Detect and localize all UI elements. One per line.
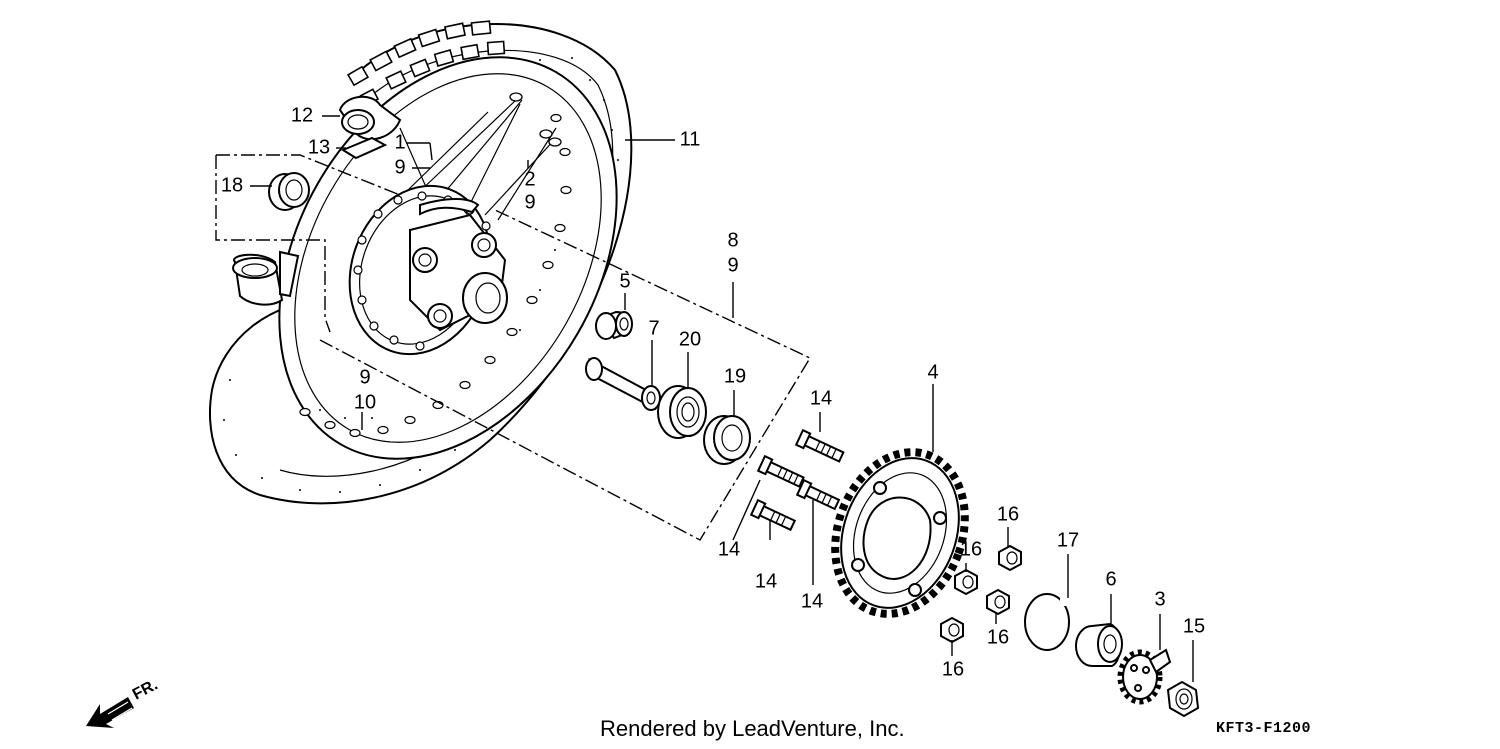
callout-1: 1 bbox=[394, 131, 405, 153]
nuts-part-16 bbox=[940, 544, 1022, 644]
front-direction-arrow-icon: FR. bbox=[86, 676, 161, 728]
callout-8: 8 bbox=[727, 229, 738, 251]
callout-4: 4 bbox=[927, 361, 938, 383]
callout-16: 16 bbox=[987, 626, 1009, 648]
callout-12: 12 bbox=[291, 104, 313, 126]
callout-16: 16 bbox=[942, 658, 964, 680]
callout-10: 10 bbox=[354, 391, 376, 413]
callout-16: 16 bbox=[997, 503, 1019, 525]
callout-9: 9 bbox=[524, 191, 535, 213]
distance-collar-part-5 bbox=[595, 310, 633, 340]
tube-section-left bbox=[232, 250, 300, 306]
sprocket-part-4 bbox=[831, 448, 969, 618]
callout-13: 13 bbox=[308, 136, 330, 158]
callout-14: 14 bbox=[755, 570, 777, 592]
callout-labels: 12 13 1 9 11 18 2 9 8 9 5 7 20 19 9 10 4… bbox=[221, 104, 1205, 680]
callout-20: 20 bbox=[679, 328, 701, 350]
callout-19: 19 bbox=[724, 365, 746, 387]
callout-6: 6 bbox=[1105, 568, 1116, 590]
callout-9: 9 bbox=[359, 366, 370, 388]
leader-lines bbox=[215, 115, 1194, 682]
circlip-part-17 bbox=[1024, 593, 1070, 651]
oil-seal-part-19 bbox=[703, 415, 751, 465]
callout-14: 14 bbox=[810, 387, 832, 409]
credit-text: Rendered by LeadVenture, Inc. bbox=[600, 716, 905, 741]
callout-9: 9 bbox=[394, 156, 405, 178]
callout-3: 3 bbox=[1154, 588, 1165, 610]
callout-18: 18 bbox=[221, 174, 243, 196]
axle-nut-part-15 bbox=[1166, 680, 1200, 718]
spoke-nipples-part-9 bbox=[509, 92, 562, 147]
callout-15: 15 bbox=[1183, 615, 1205, 637]
callout-11: 11 bbox=[680, 128, 701, 150]
callout-5: 5 bbox=[619, 270, 630, 292]
callout-9: 9 bbox=[727, 254, 738, 276]
callout-7: 7 bbox=[648, 317, 659, 339]
callout-17: 17 bbox=[1057, 529, 1079, 551]
flange-part-6 bbox=[1075, 622, 1123, 667]
bearing-part-18 bbox=[268, 172, 310, 211]
hub bbox=[348, 184, 508, 356]
callout-16: 16 bbox=[960, 538, 982, 560]
callout-14: 14 bbox=[718, 538, 740, 560]
washer-part-3 bbox=[1117, 648, 1172, 705]
rim-band-part-13 bbox=[340, 136, 388, 160]
stud-bolts-part-14 bbox=[749, 428, 845, 532]
spacer-tube-part-7 bbox=[585, 357, 661, 411]
bearing-part-20 bbox=[657, 385, 707, 439]
callout-2: 2 bbox=[524, 168, 535, 190]
diagram-code: KFT3-F1200 bbox=[1216, 720, 1312, 737]
tube-part-12 bbox=[338, 95, 402, 141]
callout-14: 14 bbox=[801, 590, 823, 612]
direction-label: FR. bbox=[130, 676, 161, 703]
spokes-part-1-2 bbox=[399, 99, 557, 221]
